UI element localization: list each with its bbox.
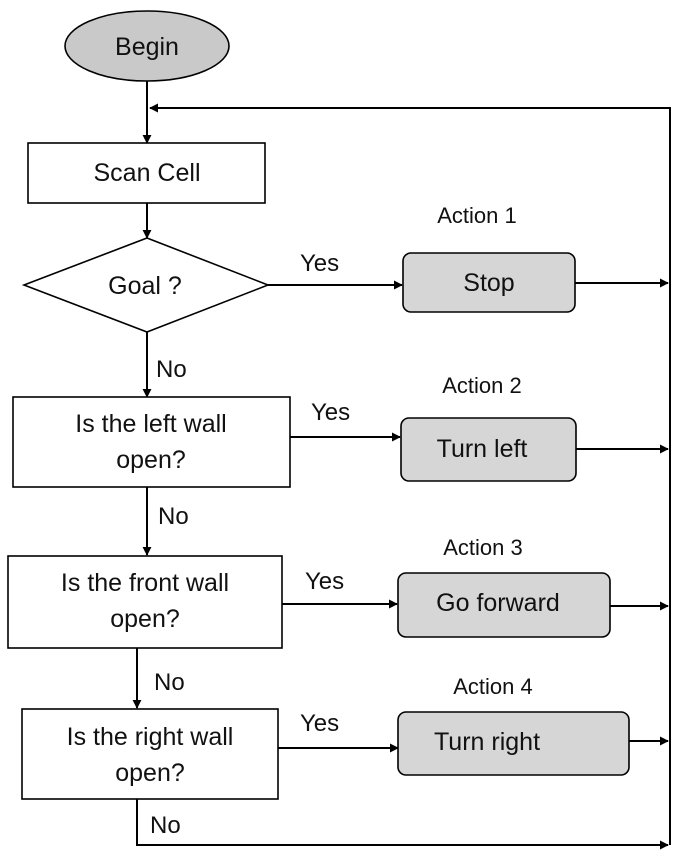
no-label-4: No: [150, 812, 181, 839]
yes-label-1: Yes: [300, 250, 339, 277]
front-wall-box: [7, 555, 283, 649]
yes-label-2: Yes: [311, 399, 350, 426]
front-wall-line2: open?: [110, 605, 180, 633]
left-wall-line2: open?: [116, 446, 186, 474]
left-wall-line1: Is the left wall: [75, 410, 226, 438]
front-wall-line1: Is the front wall: [61, 569, 229, 597]
right-wall-box: [21, 708, 279, 800]
left-wall-box: [12, 396, 291, 488]
yes-label-3: Yes: [305, 568, 344, 595]
no-label-3: No: [154, 669, 185, 696]
turn-left-label: Turn left: [437, 435, 528, 463]
connector-right-no-rail: [136, 799, 669, 850]
go-forward-label: Go forward: [436, 589, 560, 617]
right-wall-line2: open?: [115, 759, 185, 787]
right-wall-line1: Is the right wall: [67, 723, 234, 751]
action-2-label: Action 2: [442, 373, 522, 398]
begin-label: Begin: [115, 33, 179, 61]
stop-label: Stop: [463, 269, 514, 297]
loop-back-connector: [149, 103, 671, 845]
turn-right-box: [397, 711, 630, 776]
turn-right-label: Turn right: [434, 728, 540, 756]
goal-label: Goal ?: [108, 272, 182, 300]
no-label-2: No: [158, 503, 189, 530]
scan-cell-box: [27, 142, 266, 204]
action-3-label: Action 3: [443, 535, 523, 560]
yes-label-4: Yes: [300, 710, 339, 737]
scan-cell-label: Scan Cell: [94, 159, 201, 187]
action-4-label: Action 4: [453, 674, 533, 699]
action-1-label: Action 1: [437, 203, 517, 228]
no-label-1: No: [156, 356, 187, 383]
